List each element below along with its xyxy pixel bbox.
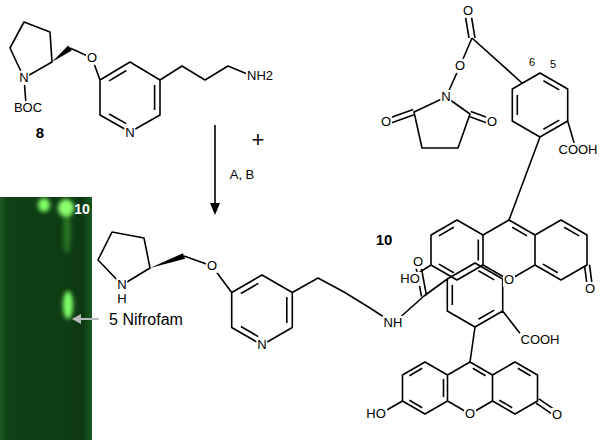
- label-anchor: O: [454, 59, 466, 73]
- atom-label: O: [584, 282, 596, 296]
- label-anchor: HO: [399, 272, 421, 286]
- group-label: NH2: [246, 69, 274, 83]
- reaction-arrow: [210, 125, 220, 215]
- plus-sign: +: [251, 128, 266, 152]
- atom-label: O: [412, 255, 424, 269]
- compound-number: 10: [375, 232, 394, 249]
- bond-lines: [98, 232, 556, 415]
- label-anchor: NH2: [246, 69, 274, 83]
- atom-label: N: [124, 126, 135, 140]
- label-anchor: H: [116, 292, 127, 306]
- label-anchor: O: [380, 115, 392, 129]
- label-anchor: A, B: [229, 168, 256, 182]
- position-number: 5: [549, 58, 557, 70]
- label-anchor: N: [440, 90, 451, 104]
- label-anchor: COOH: [558, 143, 599, 157]
- arrow-shaft: [214, 125, 216, 205]
- label-anchor: 5: [549, 58, 557, 70]
- atom-label: O: [462, 4, 474, 18]
- label-anchor: N: [18, 71, 29, 85]
- label-anchor: N: [124, 126, 135, 140]
- group-label: BOC: [13, 101, 43, 115]
- atom-label: O: [206, 259, 218, 273]
- compound-number: 8: [35, 125, 45, 142]
- label-anchor: N: [116, 278, 127, 292]
- label-anchor: 10: [73, 202, 91, 217]
- label-anchor: HO: [365, 407, 387, 421]
- atom-label: N: [116, 278, 127, 292]
- bond-lines: [98, 232, 556, 415]
- tlc-spot: [38, 198, 50, 212]
- atom-label: N: [440, 90, 451, 104]
- label-anchor: +: [251, 128, 266, 152]
- atom-label: H: [116, 292, 127, 306]
- label-anchor: BOC: [13, 101, 43, 115]
- pointer-line: [79, 318, 99, 320]
- label-anchor: 5 Nifrofam: [108, 311, 184, 329]
- arrow-head: [210, 203, 220, 215]
- label-anchor: O: [551, 408, 563, 422]
- spot-label: 10: [73, 202, 91, 217]
- reagent-label: A, B: [229, 168, 256, 182]
- label-anchor: N: [256, 338, 267, 352]
- label-anchor: O: [486, 115, 498, 129]
- bond-lines: [10, 22, 252, 132]
- atom-label: O: [86, 51, 98, 65]
- pointer-head: [72, 314, 81, 324]
- label-anchor: O: [206, 259, 218, 273]
- label-anchor: 8: [35, 125, 45, 142]
- tlc-streak: [63, 210, 71, 254]
- group-label: HO: [365, 407, 387, 421]
- label-anchor: NH: [383, 316, 404, 330]
- atom-label: N: [18, 71, 29, 85]
- group-label: HO: [399, 272, 421, 286]
- label-anchor: O: [86, 51, 98, 65]
- group-label: COOH: [558, 143, 599, 157]
- plate-ground: [0, 197, 92, 440]
- label-anchor: COOH: [520, 333, 561, 347]
- label-anchor: O: [464, 407, 476, 421]
- atom-label: O: [551, 408, 563, 422]
- bond-lines: [10, 22, 252, 132]
- wedge-bond: [150, 253, 185, 268]
- atom-label: O: [464, 407, 476, 421]
- wedge-bond: [52, 46, 72, 62]
- label-anchor: O: [412, 255, 424, 269]
- group-label: COOH: [520, 333, 561, 347]
- atom-label: O: [503, 273, 515, 287]
- label-anchor: 10: [375, 232, 394, 249]
- label-anchor: 6: [528, 56, 536, 68]
- tlc-spot: [63, 291, 73, 319]
- group-label: NH: [383, 316, 404, 330]
- pointer-arrow: [72, 314, 99, 324]
- spot-label: 5 Nifrofam: [108, 311, 184, 329]
- atom-label: O: [486, 115, 498, 129]
- tlc-plate: [0, 197, 92, 440]
- label-anchor: O: [462, 4, 474, 18]
- atom-label: O: [454, 59, 466, 73]
- atom-label: N: [256, 338, 267, 352]
- label-anchor: O: [503, 273, 515, 287]
- atom-label: O: [380, 115, 392, 129]
- label-anchor: O: [584, 282, 596, 296]
- position-number: 6: [528, 56, 536, 68]
